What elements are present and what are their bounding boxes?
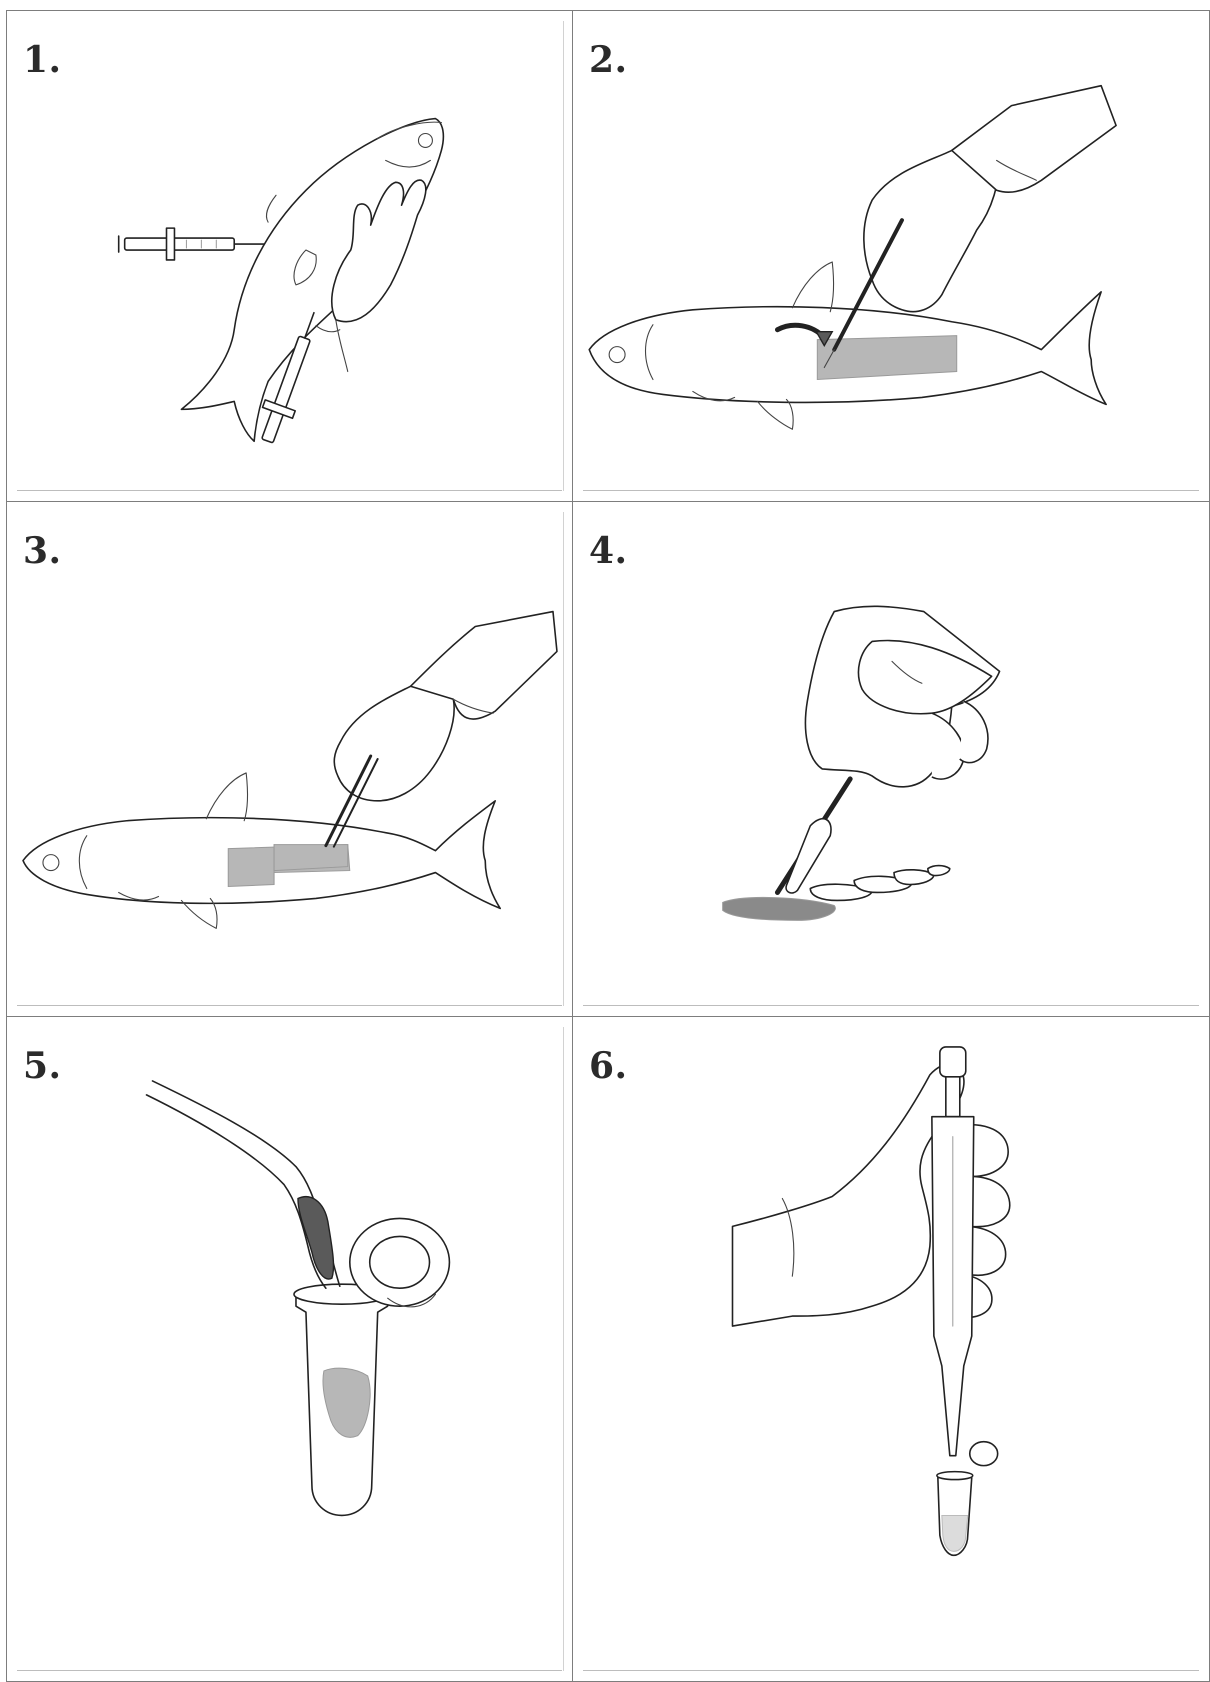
tissue-excision-icon <box>7 502 572 1016</box>
step-panel-6: 6. <box>572 1016 1210 1682</box>
step-panel-3: 3. <box>6 501 573 1017</box>
syringe-icon <box>119 228 264 260</box>
step-panel-2: 2. <box>572 10 1210 502</box>
step-panel-1: 1. <box>6 10 573 502</box>
tissue-slicing-icon <box>573 502 1209 1016</box>
step-panel-5: 5. <box>6 1016 573 1682</box>
forceps-tube-transfer-icon <box>7 1017 572 1681</box>
scalpel-scale-removal-icon <box>573 11 1209 501</box>
syringe-blood-draw-icon <box>7 11 572 501</box>
step-panel-4: 4. <box>572 501 1210 1017</box>
pipette-dispense-icon <box>573 1017 1209 1681</box>
